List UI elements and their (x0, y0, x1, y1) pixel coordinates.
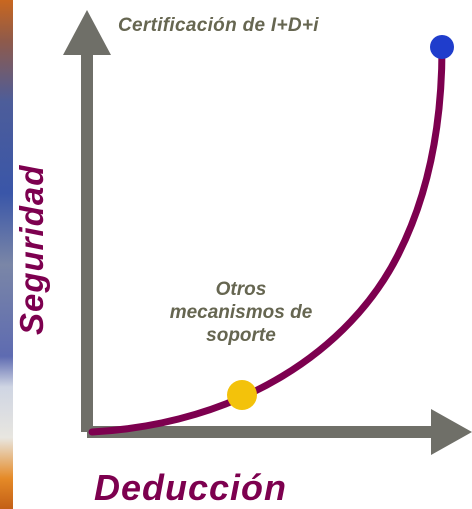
top-point-marker (430, 35, 454, 59)
middle-label: Otros mecanismos de soporte (165, 278, 317, 347)
middle-label-line-1: Otros (215, 279, 267, 300)
y-axis-arrowhead (63, 10, 111, 55)
middle-point-marker (227, 380, 257, 410)
y-axis-label: Seguridad (13, 164, 50, 335)
x-axis-arrowhead (431, 409, 472, 455)
x-axis-label: Deducción (94, 467, 288, 508)
middle-label-line-3: soporte (206, 325, 276, 346)
top-label: Certificación de I+D+i (118, 15, 319, 36)
middle-label-line-2: mecanismos de (169, 302, 313, 323)
decorative-side-strip (0, 0, 13, 509)
growth-curve (88, 44, 446, 436)
